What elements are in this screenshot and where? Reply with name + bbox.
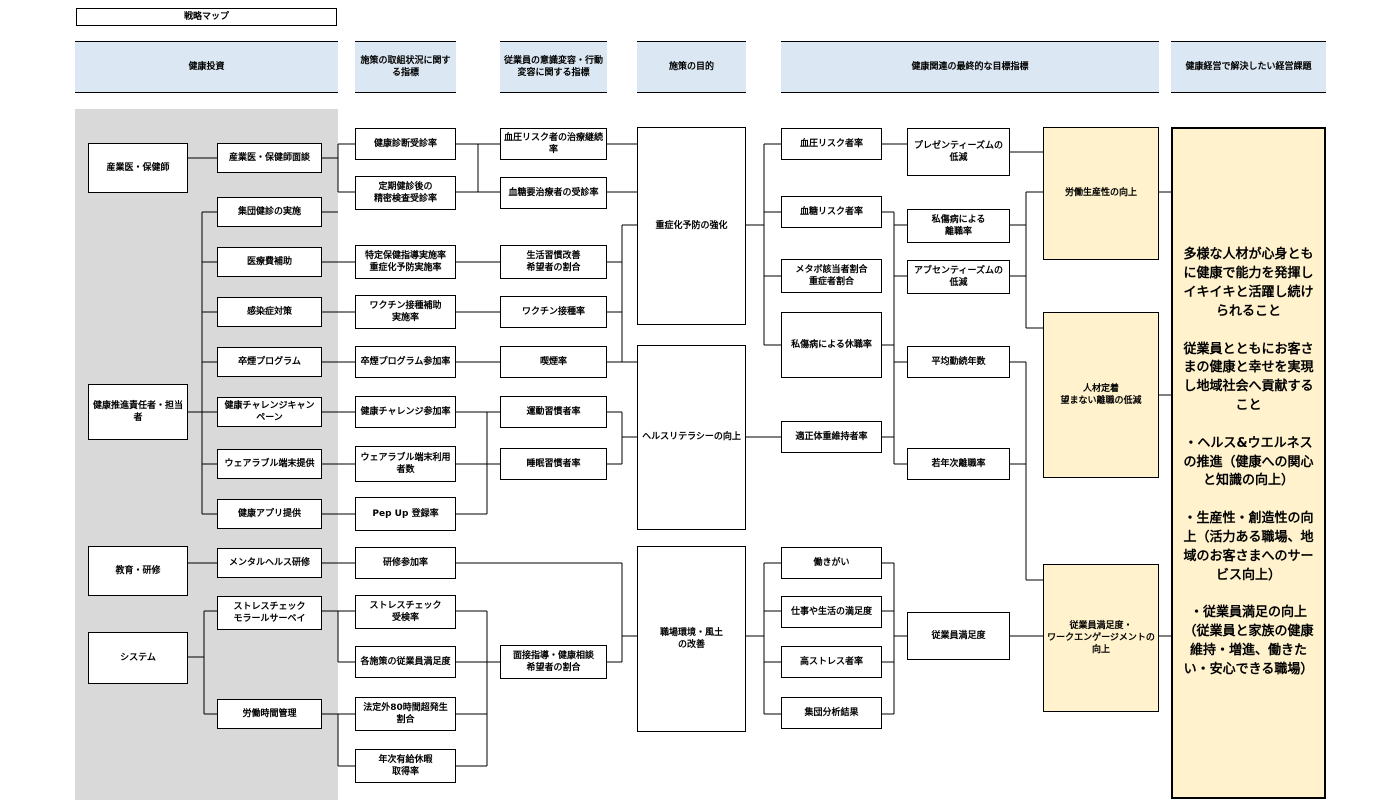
header-final-metrics: 健康関連の最終的な目標指標 <box>781 41 1159 93</box>
indicator-detailed-exam: 定期健診後の 精密検査受診率 <box>355 176 456 210</box>
goal-engagement: 従業員満足度・ ワークエンゲージメントの向上 <box>1043 564 1159 712</box>
metric-young-turnover: 若年次離職率 <box>907 448 1010 480</box>
measure-work-hours: 労働時間管理 <box>217 699 322 729</box>
measure-stress-check: ストレスチェック モラールサーベイ <box>217 596 322 630</box>
measure-infection: 感染症対策 <box>217 297 322 327</box>
indicator-satisfaction: 各施策の従業員満足度 <box>355 646 456 678</box>
purpose-workplace: 職場環境・風土 の改善 <box>637 546 746 732</box>
behavior-interview: 面接指導・健康相談 希望者の割合 <box>500 645 607 679</box>
behavior-glucose-visit: 血糖要治療者の受診率 <box>500 177 607 209</box>
indicator-wearable-users: ウェアラブル端末利用者数 <box>355 446 456 482</box>
metric-presenteeism: プレゼンティーズムの低減 <box>907 128 1010 176</box>
measure-mental-training: メンタルヘルス研修 <box>217 548 322 578</box>
behavior-exercise: 運動習慣者率 <box>500 396 607 428</box>
indicator-training: 研修参加率 <box>355 547 456 579</box>
indicator-challenge: 健康チャレンジ参加率 <box>355 396 456 428</box>
purpose-prevention: 重症化予防の強化 <box>637 127 746 325</box>
behavior-bp-treatment: 血圧リスク者の治療継続率 <box>500 128 607 160</box>
header-behavior-indicators: 従業員の意識変容・行動変容に関する指標 <box>500 41 607 93</box>
measure-challenge: 健康チャレンジキャンペーン <box>217 397 322 427</box>
metric-high-stress: 高ストレス者率 <box>781 646 882 678</box>
measure-smoking: 卒煙プログラム <box>217 347 322 377</box>
header-investment: 健康投資 <box>75 41 338 93</box>
metric-sick-turnover: 私傷病による 離職率 <box>907 209 1010 243</box>
measure-interview: 産業医・保健師面談 <box>217 143 322 173</box>
indicator-overtime: 法定外80時間超発生 割合 <box>355 697 456 731</box>
behavior-lifestyle: 生活習慣改善 希望者の割合 <box>500 245 607 279</box>
investor-health-promotion: 健康推進責任者・担当者 <box>88 384 188 440</box>
metric-employee-satisfaction: 従業員満足度 <box>907 612 1010 660</box>
measure-app: 健康アプリ提供 <box>217 499 322 529</box>
measure-wearable: ウェアラブル端末提供 <box>217 449 322 479</box>
business-issues: 多様な人材が心身ともに健康で能力を発揮しイキイキと活躍し続けられること 従業員と… <box>1171 127 1326 799</box>
indicator-vaccine-subsidy: ワクチン接種補助 実施率 <box>355 295 456 329</box>
investor-system: システム <box>88 632 188 684</box>
purpose-literacy: ヘルスリテラシーの向上 <box>637 345 746 530</box>
indicator-smoking-program: 卒煙プログラム参加率 <box>355 346 456 378</box>
indicator-checkup-rate: 健康診断受診率 <box>355 128 456 160</box>
header-measure-indicators: 施策の取組状況に関する指標 <box>355 41 456 93</box>
measure-medical-subsidy: 医療費補助 <box>217 247 322 277</box>
investor-occupational-health: 産業医・保健師 <box>88 143 188 193</box>
goal-retention: 人材定着 望まない離職の低減 <box>1043 312 1159 478</box>
header-purpose: 施策の目的 <box>637 41 746 93</box>
indicator-guidance: 特定保健指導実施率 重症化予防実施率 <box>355 245 456 279</box>
measure-group-checkup: 集団健診の実施 <box>217 197 322 227</box>
metric-bp-risk: 血圧リスク者率 <box>781 128 882 160</box>
map-title: 戦略マップ <box>76 8 337 26</box>
metric-absenteeism: アブセンティーズムの低減 <box>907 260 1010 294</box>
metric-engagement: 働きがい <box>781 547 882 579</box>
metric-tenure: 平均勤続年数 <box>907 346 1010 378</box>
indicator-paid-leave: 年次有給休暇 取得率 <box>355 749 456 783</box>
metric-glucose-risk: 血糖リスク者率 <box>781 196 882 228</box>
metric-group-analysis: 集団分析結果 <box>781 697 882 729</box>
behavior-sleep: 睡眠習慣者率 <box>500 448 607 480</box>
metric-weight: 適正体重維持者率 <box>781 421 882 453</box>
goal-productivity: 労働生産性の向上 <box>1043 127 1159 260</box>
header-business-issues: 健康経営で解決したい経営課題 <box>1171 41 1326 93</box>
behavior-smoking-rate: 喫煙率 <box>500 346 607 378</box>
metric-metabolic: メタボ該当者割合 重症者割合 <box>781 259 882 293</box>
indicator-pepup: Pep Up 登録率 <box>355 497 456 531</box>
metric-life-satisfaction: 仕事や生活の満足度 <box>781 596 882 628</box>
indicator-stress-check: ストレスチェック 受検率 <box>355 595 456 629</box>
investor-education: 教育・研修 <box>88 546 188 596</box>
behavior-vaccine: ワクチン接種率 <box>500 296 607 328</box>
metric-sick-leave: 私傷病による休職率 <box>781 312 882 378</box>
